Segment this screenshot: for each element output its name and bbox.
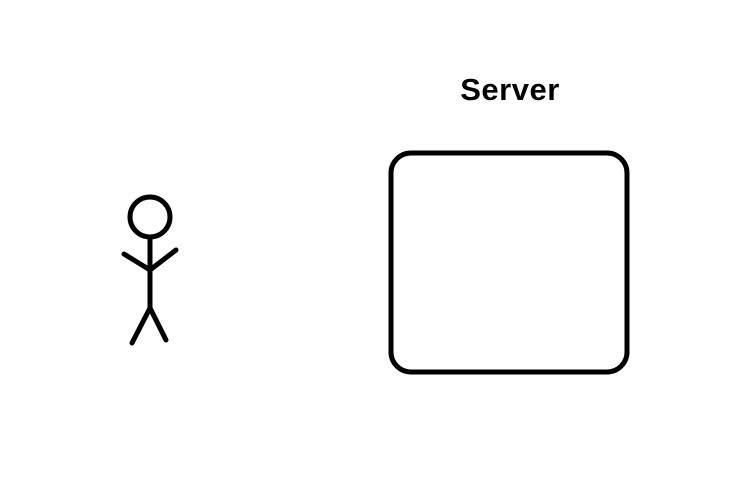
stick-figure-head [127,194,173,240]
server-box [388,150,630,375]
user-stick-figure [121,194,179,346]
stick-figure-arms [121,247,179,273]
stick-figure-left-leg [129,305,153,346]
stick-figure-right-leg [147,305,169,343]
server-label: Server [460,72,560,107]
